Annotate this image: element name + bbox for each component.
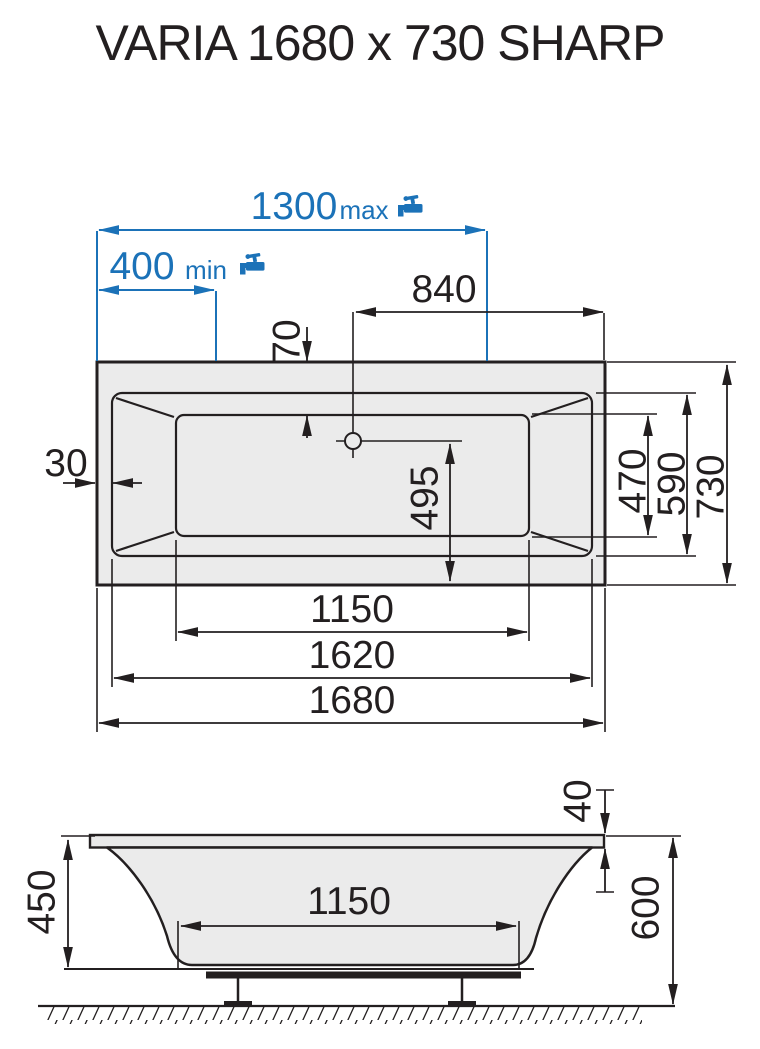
faucet-icon [398, 194, 423, 217]
side-view [38, 833, 675, 1024]
dim-label-1680: 1680 [309, 679, 396, 722]
dim-30: 30 [44, 442, 142, 488]
dim-70: 70 [266, 319, 312, 438]
dim-590: 590 [596, 392, 696, 557]
dim-1680: 1680 [96, 588, 606, 732]
dim-label-1150: 1150 [310, 588, 394, 631]
dim-1150-top: 1150 [175, 540, 530, 641]
dim-label-840: 840 [411, 268, 476, 311]
tub-outer-outline [95, 360, 607, 587]
dim-label-1300: 1300 [251, 185, 338, 228]
dim-label-400: 400 [109, 245, 174, 288]
dim-600: 600 [606, 835, 681, 1005]
tub-rim-profile [88, 833, 606, 849]
dim-1620: 1620 [111, 559, 593, 687]
dim-label-1620: 1620 [309, 634, 396, 677]
drain-symbol [336, 312, 462, 458]
dim-qualifier-max: max [339, 195, 388, 225]
dim-label-600: 600 [625, 875, 668, 940]
dim-qualifier-min: min [185, 255, 227, 285]
top-view [95, 312, 607, 587]
dim-tap-min-400: 400 min [98, 245, 265, 361]
dim-495: 495 [404, 443, 455, 582]
dim-730: 730 [607, 361, 736, 586]
dim-470: 470 [532, 413, 657, 538]
dim-label-40: 40 [557, 779, 600, 822]
dim-1150-side: 1150 [177, 880, 520, 969]
dim-label-495: 495 [404, 465, 447, 530]
dim-450: 450 [21, 835, 95, 968]
faucet-icon [240, 252, 265, 275]
dim-label-450: 450 [21, 869, 64, 934]
tub-feet [224, 978, 476, 1007]
dim-label-30: 30 [44, 442, 87, 485]
dim-label-590: 590 [651, 451, 694, 516]
tub-interior-profile [105, 846, 594, 967]
ground-hatching [44, 1007, 642, 1024]
page-title: VARIA 1680 x 730 SHARP [95, 15, 664, 71]
dim-label-470: 470 [612, 448, 655, 513]
dim-tap-max-1300: 1300 max [96, 185, 488, 361]
dim-label-70: 70 [266, 319, 309, 362]
dim-840: 840 [355, 268, 605, 360]
dim-label-730: 730 [690, 454, 733, 519]
tub-rim-inner-outline [110, 391, 594, 558]
dim-label-1150-side: 1150 [307, 880, 391, 923]
dim-40: 40 [557, 779, 614, 893]
